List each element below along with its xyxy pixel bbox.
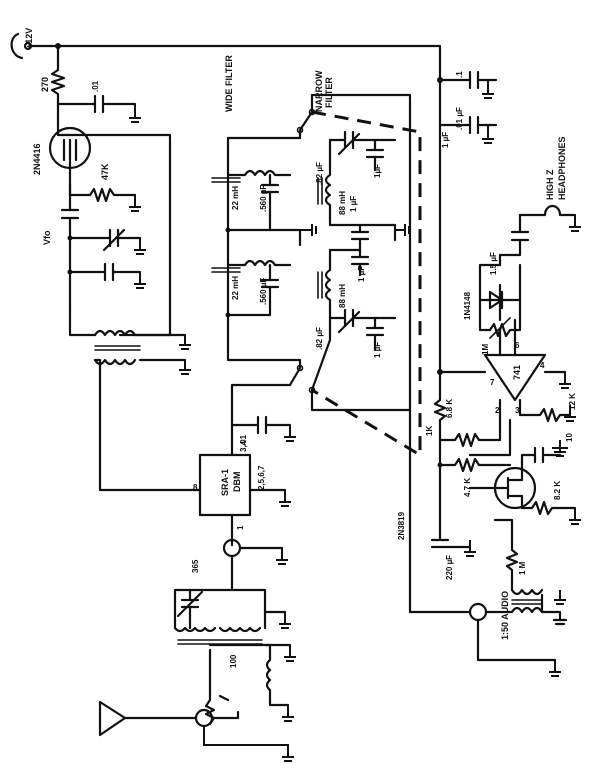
svg-text:741: 741 (512, 365, 522, 380)
svg-text:12 K: 12 K (568, 393, 577, 410)
svg-text:1:50 AUDIO: 1:50 AUDIO (500, 591, 510, 640)
wide-filter: WIDE FILTER 22 mH .560 µF 22 mH .560 µF (211, 55, 317, 362)
svg-text:.560 µF: .560 µF (259, 185, 268, 212)
fet-2n4416: 2N4416 (32, 108, 92, 187)
svg-text:SRA-1: SRA-1 (220, 469, 230, 496)
svg-text:1N4148: 1N4148 (463, 291, 472, 320)
supply-terminal: +12V (10, 28, 34, 60)
svg-text:.01: .01 (91, 80, 100, 92)
filter-switch-top[interactable] (296, 108, 316, 140)
svg-text:WIDE FILTER: WIDE FILTER (224, 55, 234, 112)
osc-tuning-caps (67, 228, 146, 289)
svg-text:.82 µF: .82 µF (315, 327, 324, 350)
svg-text:220 µF: 220 µF (445, 555, 454, 580)
cap-220uf: 220 µF (430, 528, 476, 580)
cap-supply-3: 1 µF (441, 132, 450, 148)
svg-text:6: 6 (515, 341, 520, 350)
svg-text:1 M: 1 M (518, 561, 527, 575)
audio-coax-jack[interactable] (468, 602, 561, 677)
antenna (98, 700, 294, 762)
svg-text:1µF: 1µF (373, 164, 382, 178)
cap-osc-bypass: .01 (56, 80, 141, 123)
svg-text:100: 100 (229, 654, 238, 668)
resistor-1m: 1 M (505, 518, 527, 592)
supply-label: +12V (24, 28, 34, 49)
svg-text:2,5,6,7: 2,5,6,7 (257, 465, 266, 490)
resistor-8-2k: 8.2 K (520, 481, 581, 525)
svg-text:7: 7 (490, 378, 495, 387)
svg-text:Vfo: Vfo (42, 230, 52, 245)
svg-text:88 mH: 88 mH (338, 284, 347, 308)
svg-text:365: 365 (191, 559, 200, 573)
svg-text:HEADPHONES: HEADPHONES (557, 136, 567, 200)
resistor-270: 270 (40, 68, 66, 112)
svg-text:.82 µF: .82 µF (315, 162, 324, 185)
svg-text:88 mH: 88 mH (338, 191, 347, 215)
svg-text:270: 270 (40, 77, 50, 92)
cap-mixer-out: .01 (239, 415, 296, 446)
svg-text:1 µF: 1 µF (373, 342, 382, 358)
rf-coax-jack[interactable] (222, 538, 288, 565)
svg-text:1 µF: 1 µF (349, 196, 358, 212)
filter-switch-bottom[interactable] (288, 358, 316, 394)
resistor-1k: 1K (425, 168, 447, 442)
mixer-sra1: SRA-1 DBM 8 3,4 2,5,6,7 1 (193, 440, 266, 530)
resistor-47k: 47K (68, 163, 141, 212)
svg-text:DBM: DBM (232, 472, 242, 493)
front-end-tuned-circuit: 365 100 (173, 559, 296, 726)
resistor-4-7k: 4.7 K (438, 457, 512, 497)
svg-text:1M: 1M (481, 344, 490, 355)
osc-coupling-transformer (68, 298, 202, 492)
supply-bypass-caps: .1 .01 µF 1 µF (438, 71, 498, 148)
svg-text:3: 3 (515, 406, 520, 415)
svg-text:6.8 K: 6.8 K (445, 399, 454, 418)
svg-text:1: 1 (236, 525, 245, 530)
svg-text:FILTER: FILTER (324, 77, 334, 108)
svg-text:.01: .01 (239, 434, 248, 446)
cap-vfo: Vfo (42, 183, 80, 307)
fet-2n3819: 2N3819 (397, 466, 537, 540)
svg-text:2N4416: 2N4416 (32, 143, 42, 175)
resistor-6-8k: 6.8 K (438, 399, 502, 448)
headphone-jack[interactable]: HIGH Z HEADPHONES (518, 136, 581, 232)
resistor-12k: 12 K (533, 393, 577, 423)
svg-text:1 µF: 1 µF (357, 266, 366, 282)
ganged-switch-link (311, 110, 422, 458)
cap-supply-1: .1 (455, 71, 464, 78)
svg-text:4.7 K: 4.7 K (463, 478, 472, 497)
supply-rail (28, 44, 442, 172)
svg-text:HIGH Z: HIGH Z (545, 169, 555, 200)
svg-text:8.2 K: 8.2 K (553, 481, 562, 500)
diode-1n4148: 1N4148 (463, 283, 522, 322)
svg-text:8: 8 (193, 483, 198, 492)
cap-supply-2: .01 µF (455, 107, 464, 130)
svg-text:1K: 1K (425, 426, 434, 436)
svg-text:2: 2 (495, 406, 500, 415)
svg-text:2N3819: 2N3819 (397, 511, 406, 540)
svg-text:.560 µF: .560 µF (259, 278, 268, 305)
svg-text:1.5 µF: 1.5 µF (489, 252, 498, 275)
svg-text:3,4: 3,4 (239, 440, 248, 452)
svg-text:47K: 47K (100, 163, 110, 180)
svg-text:4: 4 (540, 361, 545, 370)
cap-1-5uf: 1.5 µF (489, 213, 530, 275)
svg-text:22 mH: 22 mH (231, 186, 240, 210)
opamp-741: 741 2 3 4 6 7 (438, 318, 571, 422)
svg-text:NARROW: NARROW (314, 70, 324, 112)
narrow-filter: NARROW FILTER .82 µF 1µF 88 mH 1 µF 1 µF… (310, 70, 412, 462)
cap-10: 10 (520, 433, 574, 472)
audio-transformer: 1:50 AUDIO (484, 588, 568, 640)
svg-text:10: 10 (565, 433, 574, 442)
resistor-feedback-1m: 1M (478, 317, 522, 355)
svg-text:22 mH: 22 mH (231, 276, 240, 300)
